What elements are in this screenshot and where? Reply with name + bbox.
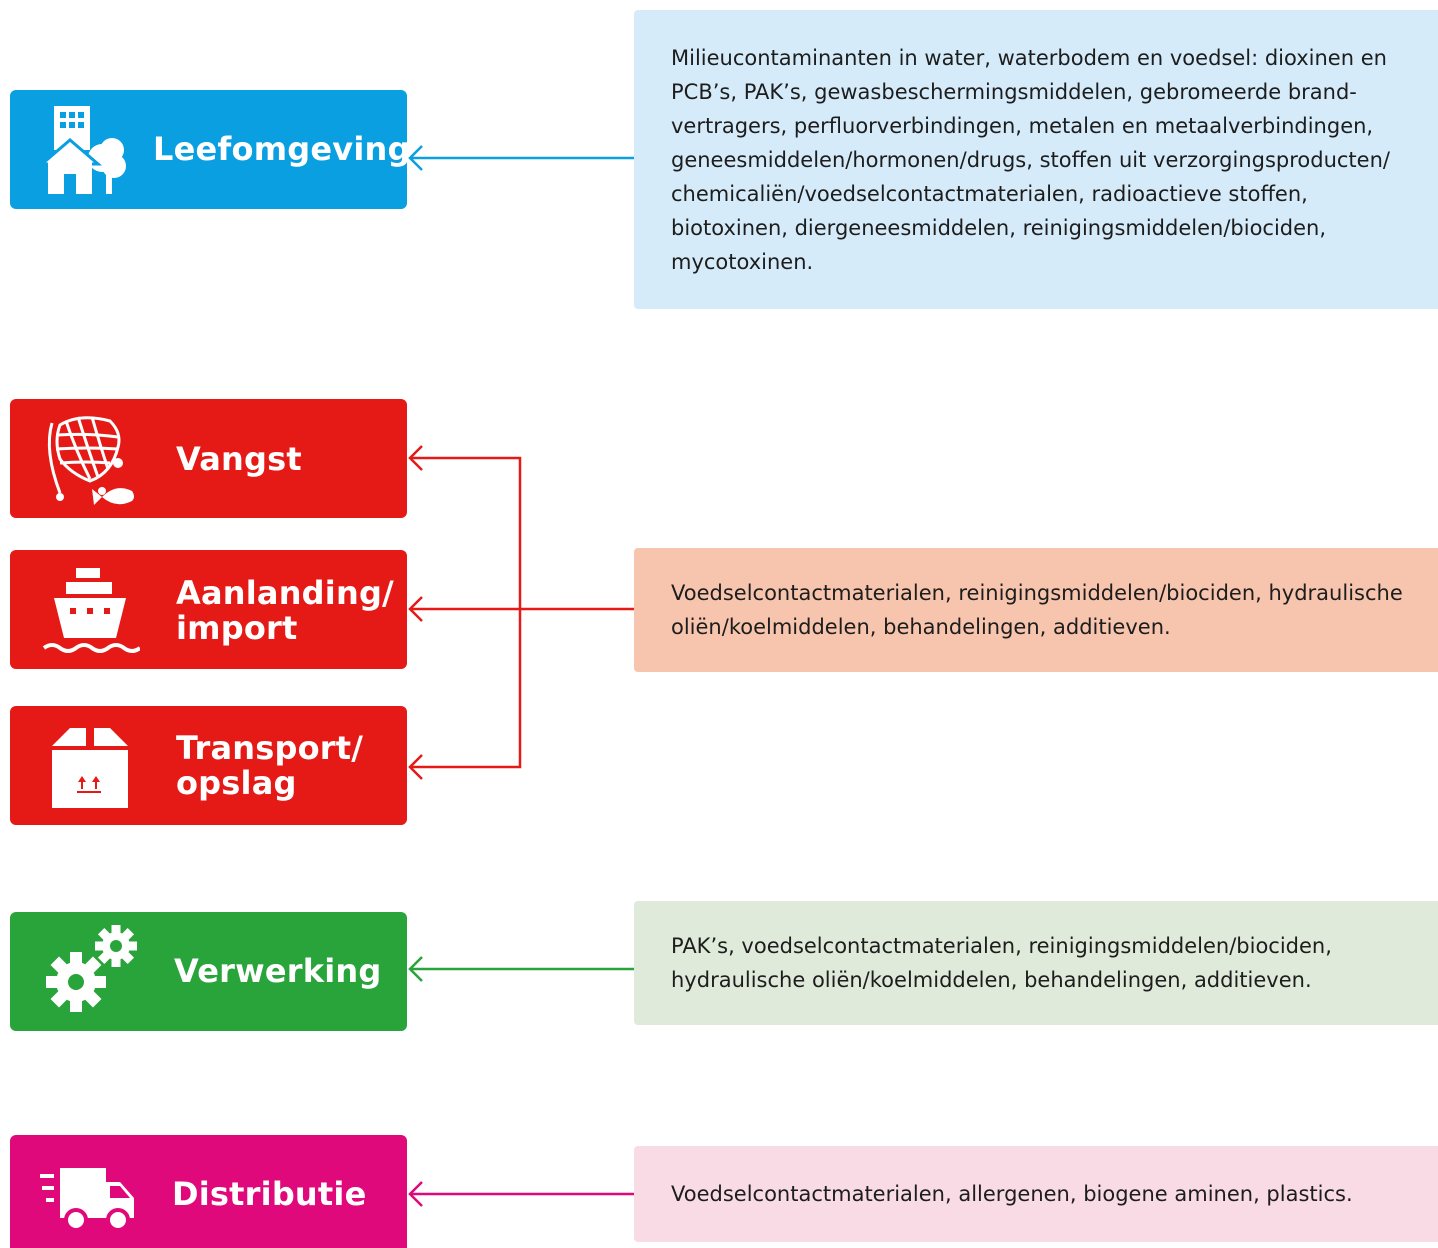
description-text: Voedselcontactmaterialen, allergenen, bi… <box>671 1182 1353 1206</box>
stage-transport-opslag: Transport/ opslag <box>10 706 407 825</box>
description-keten: Voedselcontactmaterialen, reinigingsmidd… <box>634 548 1438 672</box>
stage-leefomgeving: Leefomgeving <box>10 90 410 209</box>
description-distributie: Voedselcontactmaterialen, allergenen, bi… <box>634 1146 1438 1242</box>
stage-verwerking: Verwerking <box>10 912 407 1031</box>
stage-vangst: Vangst <box>10 399 407 518</box>
stage-distributie: Distributie <box>10 1135 407 1248</box>
stage-label: Leefomgeving <box>153 130 411 168</box>
description-text: Voedselcontactmaterialen, reinigingsmidd… <box>671 581 1403 639</box>
fishing-net-icon <box>40 411 140 507</box>
stage-label: Aanlanding/ import <box>176 574 394 647</box>
stage-label: Verwerking <box>174 952 382 990</box>
description-leefomgeving: Milieucontaminanten in water, waterbodem… <box>634 10 1438 309</box>
connector-keten <box>408 445 634 780</box>
box-icon <box>40 718 140 814</box>
description-verwerking: PAK’s, voedselcontactmaterialen, reinigi… <box>634 901 1438 1025</box>
connector-leefomgeving <box>408 145 634 171</box>
gears-icon <box>40 924 140 1020</box>
description-text: PAK’s, voedselcontactmaterialen, reinigi… <box>671 934 1332 992</box>
stage-label: Transport/ opslag <box>176 729 364 802</box>
connector-distributie <box>408 1181 634 1207</box>
stage-label: Distributie <box>172 1175 367 1213</box>
ship-icon <box>40 562 140 658</box>
description-text: Milieucontaminanten in water, waterbodem… <box>671 45 1390 274</box>
stage-aanlanding-import: Aanlanding/ import <box>10 550 407 669</box>
house-city-icon <box>40 102 140 198</box>
delivery-van-icon <box>40 1144 140 1240</box>
connector-verwerking <box>408 956 634 982</box>
stage-label: Vangst <box>176 440 302 478</box>
